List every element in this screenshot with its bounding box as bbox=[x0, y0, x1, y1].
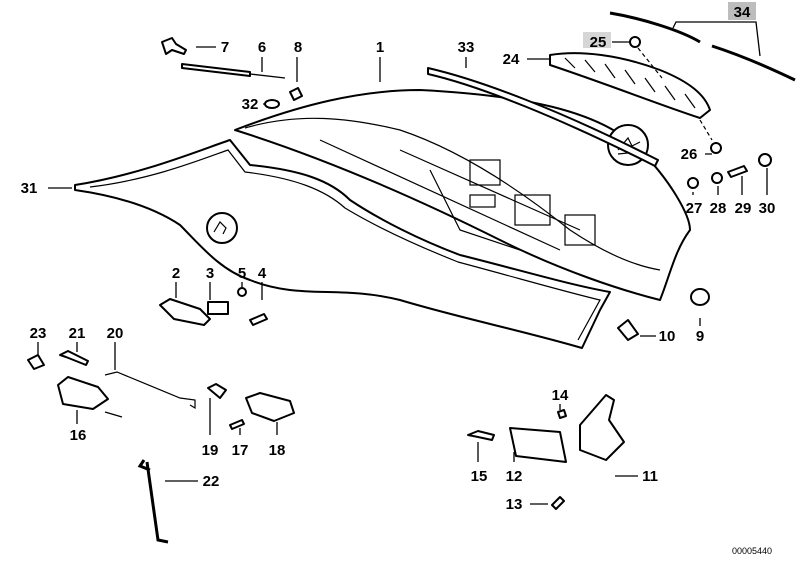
callout-3: 3 bbox=[206, 265, 214, 282]
bolt-part-15[interactable] bbox=[467, 430, 495, 441]
callout-19: 19 bbox=[202, 442, 219, 459]
screw-part-29[interactable] bbox=[727, 165, 748, 178]
callout-12: 12 bbox=[506, 468, 523, 485]
screw-part-17[interactable] bbox=[229, 419, 245, 430]
callout-13: 13 bbox=[506, 496, 523, 513]
callout-8: 8 bbox=[294, 39, 302, 56]
buffer-part-9[interactable] bbox=[690, 288, 710, 306]
spring-part-4[interactable] bbox=[249, 313, 268, 326]
callout-18: 18 bbox=[269, 442, 286, 459]
actuator-part-18[interactable] bbox=[245, 392, 295, 422]
buffer-part-23[interactable] bbox=[27, 354, 45, 370]
callout-23: 23 bbox=[30, 325, 47, 342]
callout-5: 5 bbox=[238, 265, 246, 282]
callout-20: 20 bbox=[107, 325, 124, 342]
callout-31: 31 bbox=[21, 180, 38, 197]
callout-30: 30 bbox=[759, 200, 776, 217]
callout-17: 17 bbox=[232, 442, 249, 459]
callout-2: 2 bbox=[172, 265, 180, 282]
nut-part-5[interactable] bbox=[237, 287, 247, 297]
lock-cylinder-part-16[interactable] bbox=[57, 376, 109, 410]
callout-14: 14 bbox=[552, 387, 569, 404]
clip-part-25[interactable] bbox=[629, 36, 641, 48]
buffer-part-10[interactable] bbox=[617, 319, 639, 341]
molding-part-34[interactable] bbox=[609, 11, 796, 82]
callout-32: 32 bbox=[242, 96, 259, 113]
callout-25: 25 bbox=[590, 34, 607, 51]
clip-part-27[interactable] bbox=[687, 177, 699, 189]
callout-4: 4 bbox=[258, 265, 267, 282]
plug-part-32[interactable] bbox=[264, 99, 280, 109]
callout-28: 28 bbox=[710, 200, 727, 217]
plate-part-3[interactable] bbox=[207, 301, 229, 315]
callout-27: 27 bbox=[686, 200, 703, 217]
callout-15: 15 bbox=[471, 468, 488, 485]
diagram-reference-number: 00005440 bbox=[732, 546, 772, 556]
screw-part-14[interactable] bbox=[557, 409, 567, 419]
callout-34: 34 bbox=[734, 4, 751, 21]
seal-detail-circle bbox=[206, 212, 238, 244]
callout-7: 7 bbox=[221, 39, 229, 56]
callout-6: 6 bbox=[258, 39, 266, 56]
screw-part-26[interactable] bbox=[710, 142, 722, 154]
trim-strip-part-33[interactable] bbox=[427, 67, 659, 167]
callout-9: 9 bbox=[696, 328, 704, 345]
screw-part-13[interactable] bbox=[551, 496, 565, 510]
clip-part-19[interactable] bbox=[207, 383, 227, 399]
nut-part-30[interactable] bbox=[758, 153, 772, 167]
callout-33: 33 bbox=[458, 39, 475, 56]
hinge-part-2[interactable] bbox=[159, 298, 211, 326]
callout-25-highlight bbox=[583, 32, 611, 48]
washer-part-28[interactable] bbox=[711, 172, 723, 184]
gas-strut-part-6[interactable] bbox=[181, 63, 251, 77]
callout-22: 22 bbox=[203, 473, 220, 490]
callout-34-highlight bbox=[728, 2, 756, 20]
callout-11: 11 bbox=[642, 468, 658, 485]
bolt-part-7[interactable] bbox=[161, 37, 187, 55]
callout-24: 24 bbox=[503, 51, 520, 68]
bolt-part-21[interactable] bbox=[59, 350, 89, 366]
leader-lines bbox=[37, 41, 768, 505]
brake-light-part-24[interactable] bbox=[549, 52, 711, 119]
callout-26: 26 bbox=[681, 146, 698, 163]
callout-16: 16 bbox=[70, 427, 87, 444]
bolt-part-8[interactable] bbox=[289, 87, 303, 101]
callout-29: 29 bbox=[735, 200, 752, 217]
callout-1: 1 bbox=[376, 39, 384, 56]
trunk-seal-part-31[interactable] bbox=[74, 139, 611, 349]
latch-part-11[interactable] bbox=[579, 394, 625, 461]
callout-21: 21 bbox=[69, 325, 86, 342]
callout-10: 10 bbox=[659, 328, 676, 345]
hinge-bracket-part-12[interactable] bbox=[509, 427, 567, 463]
rod-part-22[interactable] bbox=[137, 459, 169, 544]
